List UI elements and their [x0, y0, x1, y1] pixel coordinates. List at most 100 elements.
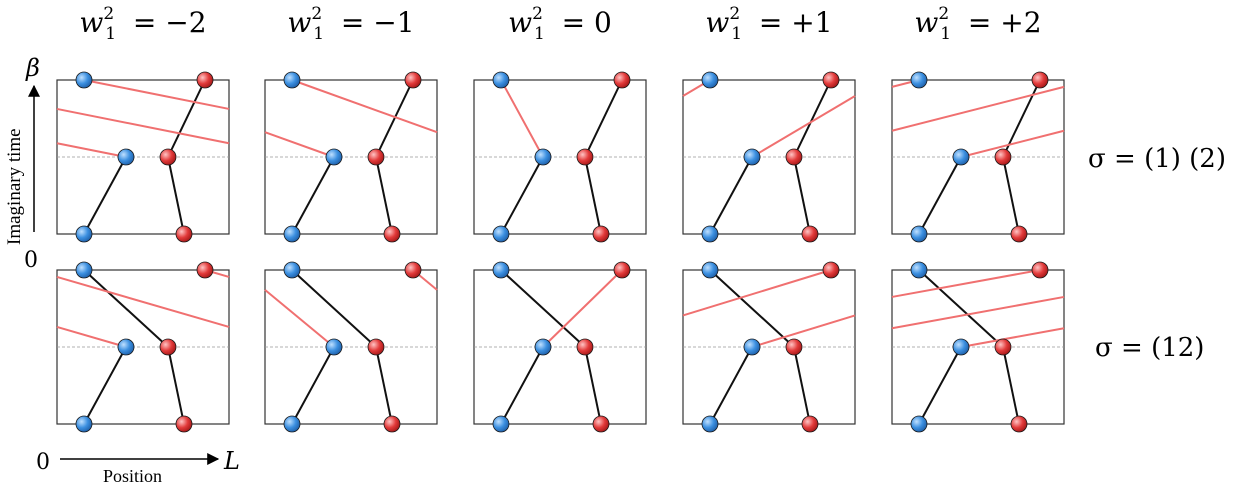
bead-blue: [534, 338, 552, 356]
winding-path-segment: [960, 129, 1065, 158]
worldline-blue-lower: [291, 156, 335, 235]
bead-red: [785, 148, 803, 166]
worldline-blue-lower: [291, 346, 335, 425]
bead-red: [159, 148, 177, 166]
bead-blue: [701, 225, 719, 243]
bead-blue: [534, 148, 552, 166]
bead-blue: [701, 71, 719, 89]
bead-blue: [75, 415, 93, 433]
winding-path-segment: [751, 314, 856, 348]
bead-red: [196, 71, 214, 89]
worldline-red-lower: [1002, 156, 1020, 235]
worldline-blue-lower: [500, 346, 544, 425]
winding-path-segment: [56, 276, 230, 328]
bead-blue: [910, 225, 928, 243]
worldline-exchange-black: [709, 269, 795, 348]
worldline-red-lower: [375, 156, 393, 235]
bead-red: [175, 225, 193, 243]
svg-text:w21 = +2: w21 = +2: [914, 4, 1041, 44]
position-axis-origin: 0: [36, 450, 50, 475]
bead-red: [613, 71, 631, 89]
bead-red: [367, 148, 385, 166]
bead-blue: [910, 71, 928, 89]
bead-red: [592, 225, 610, 243]
bead-blue: [743, 338, 761, 356]
worldline-blue-lower: [709, 156, 753, 235]
bead-red: [822, 261, 840, 279]
worldline-blue-lower: [83, 346, 127, 425]
position-axis-label: Position: [103, 466, 162, 485]
bead-blue: [283, 415, 301, 433]
bead-blue: [283, 261, 301, 279]
svg-text:w21 = −2: w21 = −2: [79, 4, 206, 44]
bead-red: [159, 338, 177, 356]
worldline-exchange-black: [918, 269, 1004, 348]
worldline-blue-lower: [83, 156, 127, 235]
panel: [891, 71, 1065, 243]
panel: [682, 71, 856, 243]
bead-blue: [952, 338, 970, 356]
worldline-red-upper: [167, 79, 206, 158]
panel: [56, 71, 230, 243]
bead-blue: [701, 415, 719, 433]
worldline-red-upper: [584, 79, 623, 158]
winding-path-segment: [291, 79, 438, 134]
bead-blue: [283, 225, 301, 243]
svg-text:w21 = −1: w21 = −1: [287, 4, 414, 44]
bead-red: [404, 261, 422, 279]
winding-path-segment: [891, 85, 1065, 132]
bead-blue: [492, 261, 510, 279]
winding-path-segment: [83, 79, 230, 110]
worldline-red-upper: [793, 79, 832, 158]
winding-path-segment: [56, 325, 127, 348]
winding-path-segment: [56, 107, 230, 145]
winding-path-segment: [264, 289, 335, 348]
winding-path-segment: [500, 79, 544, 158]
bead-red: [785, 338, 803, 356]
worldline-blue-lower: [709, 346, 753, 425]
worldline-red-lower: [1002, 346, 1020, 425]
worldline-red-lower: [167, 156, 185, 235]
winding-path-segment: [960, 327, 1065, 348]
panel: [473, 261, 647, 433]
bead-red: [1010, 225, 1028, 243]
bead-red: [994, 148, 1012, 166]
winding-path-segment: [542, 269, 623, 348]
bead-blue: [75, 71, 93, 89]
bead-blue: [117, 148, 135, 166]
worldline-red-lower: [793, 156, 811, 235]
panel: [473, 71, 647, 243]
panel: [264, 261, 438, 433]
bead-blue: [283, 71, 301, 89]
bead-red: [822, 71, 840, 89]
bead-blue: [743, 148, 761, 166]
worldline-blue-lower: [918, 346, 962, 425]
worldline-blue-lower: [918, 156, 962, 235]
bead-blue: [492, 415, 510, 433]
bead-blue: [325, 148, 343, 166]
winding-path-segment: [682, 269, 832, 317]
bead-red: [1010, 415, 1028, 433]
panel: [891, 261, 1065, 433]
bead-blue: [117, 338, 135, 356]
worldline-red-lower: [167, 346, 185, 425]
bead-blue: [492, 225, 510, 243]
bead-blue: [75, 225, 93, 243]
time-axis-beta: β: [25, 54, 40, 82]
svg-text:w21 = +1: w21 = +1: [705, 4, 832, 44]
svg-text:w21 = 0: w21 = 0: [508, 4, 612, 44]
bead-red: [576, 148, 594, 166]
winding-path-segment: [56, 142, 127, 158]
panel: [264, 71, 438, 243]
time-axis-label: Imaginary time: [4, 128, 25, 245]
row-label-identity: σ = (1) (2): [1088, 144, 1226, 174]
worldline-red-upper: [375, 79, 414, 158]
worldline-exchange-black: [83, 269, 169, 348]
